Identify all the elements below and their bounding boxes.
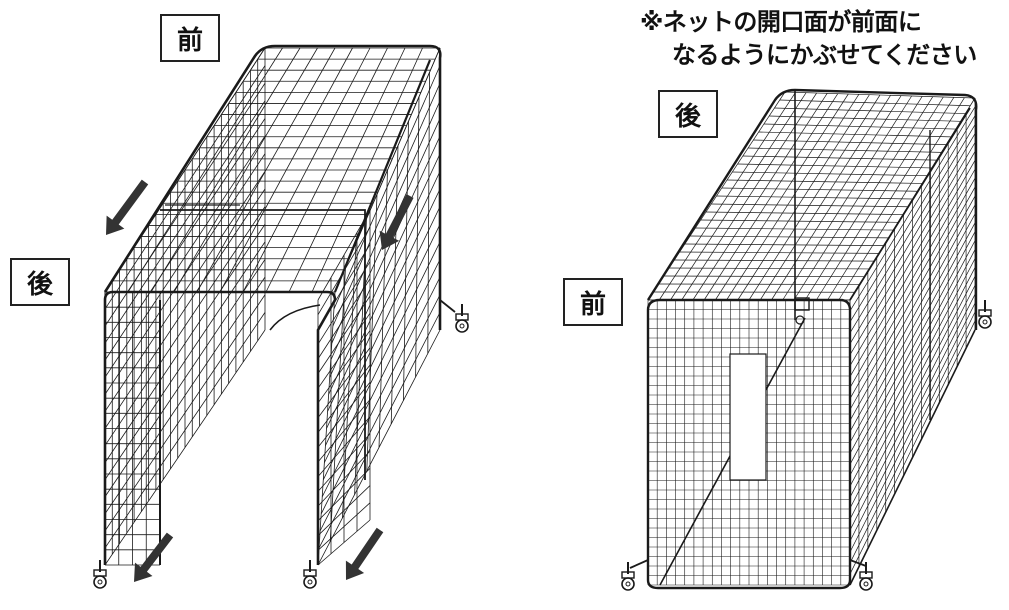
instruction-note: ※ネットの開口面が前面に なるようにかぶせてください xyxy=(640,6,1005,72)
left-cart-front-left-wheel-icon xyxy=(93,560,107,589)
right-cart-with-net-illustration xyxy=(621,88,992,591)
note-line-2: なるようにかぶせてください xyxy=(672,41,977,69)
right-back-label: 後 xyxy=(658,90,718,138)
arrow-bottom-left-icon xyxy=(134,532,174,582)
move-direction-arrows xyxy=(106,179,414,582)
arrow-bottom-right-icon xyxy=(345,527,384,580)
right-cart-front-left-wheel-icon xyxy=(621,562,635,591)
right-cart-back-right-wheel-icon xyxy=(978,300,992,329)
right-front-label: 前 xyxy=(563,278,623,326)
left-back-label: 後 xyxy=(10,258,70,306)
right-cart-front-right-wheel-icon xyxy=(859,562,873,591)
note-line-1: ※ネットの開口面が前面に xyxy=(640,8,922,36)
arrow-top-left-icon xyxy=(106,179,149,235)
arrow-top-right-icon xyxy=(379,194,414,250)
left-cart-front-right-wheel-icon xyxy=(303,560,317,589)
left-cart-back-right-wheel-icon xyxy=(455,304,469,333)
left-cart-frame-illustration xyxy=(93,44,469,589)
left-front-label: 前 xyxy=(160,14,220,62)
